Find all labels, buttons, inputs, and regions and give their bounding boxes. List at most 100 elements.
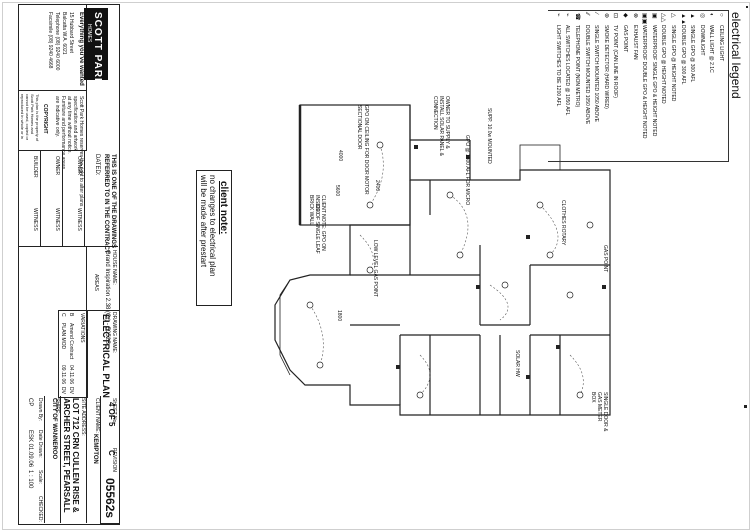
waterproof-double-gpo-icon: ▣▣ xyxy=(641,13,648,25)
plan-note-door-motor: GPO ON CEILING FOR DOOR MOTOR xyxy=(363,105,369,195)
scale-value: 1 : 100 xyxy=(27,470,33,489)
copyright-title: COPYRIGHT xyxy=(42,104,48,134)
circle-outline-icon: ○ xyxy=(718,13,724,17)
revision-rev: B xyxy=(68,313,74,317)
date-drawn-label: Date Drawn: xyxy=(37,430,43,458)
legend-item-label: DOUBLE GPO @ HEIGHT NOTED xyxy=(660,25,667,104)
all-switches-icon: ⌁ xyxy=(564,13,571,17)
dim-1800: 1800 xyxy=(336,310,342,322)
downlight-icon: ◎ xyxy=(698,13,705,19)
drawing-name-value: ELECTRICAL PLAN xyxy=(101,314,111,398)
legend-item: ⌁LIGHT SWITCHES TO BE 1200 AFL xyxy=(555,13,561,106)
disclaimer-line-5: are indicative only. xyxy=(54,96,60,138)
legend-item-label: TV POINT (CAN LINE IN ROOF) xyxy=(612,25,619,98)
plan-note-solar-panel: OWNER TO SUPPLY & INSTALL SOLAR PANEL & … xyxy=(432,96,450,157)
plan-note-low-gas: LOW LEVEL GAS POINT xyxy=(372,240,378,297)
company-logo: SCOTT PARK HOMES xyxy=(84,8,108,86)
legend-item-label: SINGLE GPO @ HEIGHT NOTED xyxy=(670,25,676,102)
legend-item: ▲ SINGLE GPO @ 300 AFL xyxy=(689,13,695,82)
company-address-1: 15 Hubbard Street xyxy=(68,12,74,53)
legend-item-label: WATERPROOF DOUBLE GPO & HEIGHT NOTED xyxy=(641,25,648,139)
legend-item-label: WATERPROOF SINGLE GPO & HEIGHT NOTED xyxy=(650,25,657,137)
legend-item-label: ALL SWITCHES LOCATED @ 1050 AFL xyxy=(564,25,571,116)
plan-note-sectional-door: SECTIONAL DOOR xyxy=(356,105,362,150)
shire-value: CITY OF WANNEROO xyxy=(51,398,57,460)
revision-date: 04.11.06 xyxy=(68,365,74,385)
title-block xyxy=(18,4,120,525)
contract-block: THIS IS ONE OF THE DRAWINGS REFERRED TO … xyxy=(18,150,118,254)
legend-item-label: SMOKE DETECTOR (HARD WIRED) xyxy=(602,25,609,109)
scale-label: Scale: xyxy=(37,470,43,484)
client-note-title: client note: xyxy=(218,181,229,235)
legend-item: △ SINGLE GPO @ HEIGHT NOTED xyxy=(670,13,676,101)
owner-label-1: OWNER xyxy=(76,156,82,176)
registration-mark xyxy=(746,6,748,8)
single-gpo-icon: ▲ xyxy=(689,13,696,19)
legend-item-label: TELEPHONE POINT (NON METRO) xyxy=(574,25,580,108)
registration-mark xyxy=(744,405,747,408)
legend-item: ▲▲DOUBLE GPO @ 300 AFL xyxy=(680,13,686,85)
wall-light-icon: ◐ xyxy=(708,13,715,17)
company-fax: Facsimile (08) 9240 4668 xyxy=(47,12,53,69)
double-gpo-height-icon: △△ xyxy=(660,13,667,23)
electrical-legend: electrical legend ○CEILING LIGHT◐WALL LI… xyxy=(548,10,744,170)
telephone-point-icon: ☎ xyxy=(574,13,580,21)
drawn-by-value: CP xyxy=(27,398,33,407)
house-name-label: HOUSE NAME: xyxy=(111,250,117,286)
legend-item: ◆GAS POINT xyxy=(622,13,628,52)
drawing-block: DRAWING NAME: ELECTRICAL PLAN xyxy=(86,310,119,398)
legend-item-label: SINGLE SWITCH MOUNTED 1050 ABOVE xyxy=(593,25,600,122)
legend-item-label: DOUBLE SWITCH MOUNTED 1050 ABOVE xyxy=(583,25,590,125)
logo-text: SCOTT PARK xyxy=(92,12,103,87)
legend-item: ∕∕DOUBLE SWITCH MOUNTED 1050 ABOVE xyxy=(584,13,590,124)
single-gpo-height-icon: △ xyxy=(670,13,676,18)
legend-item-label: CEILING LIGHT xyxy=(718,25,724,62)
client-name-label: CLIENT NAME: xyxy=(94,398,100,433)
dim-5600: 5600 xyxy=(334,185,340,197)
legend-item: ⊛ SMOKE DETECTOR (HARD WIRED) xyxy=(603,13,609,109)
legend-item: ∕SINGLE SWITCH MOUNTED 1050 ABOVE xyxy=(593,13,599,122)
legend-item: ◐ WALL LIGHT @ 2.1C xyxy=(708,13,714,73)
legend-item-label: SINGLE GPO @ 300 AFL xyxy=(689,25,696,83)
site-address-2: ARCHER STREET, PEARSALL xyxy=(62,398,71,513)
drawn-by-label: Drawn By: xyxy=(37,398,43,422)
copyright-box: Scott Park Homes reserves the right to a… xyxy=(18,90,87,206)
sheet-block: SHEET No: 4 OF 5 REVISION C 05562s CLIEN… xyxy=(18,396,119,524)
legend-item-label: DOUBLE GPO @ 300 AFL xyxy=(679,25,686,85)
client-name-value: KEMPTON xyxy=(92,434,98,464)
plan-note-meter-box: SINGLE DOOR & GAS METER BOX xyxy=(590,392,608,432)
legend-item-label: EXHAUST FAN xyxy=(631,25,638,60)
checked-label: CHECKED: xyxy=(37,496,43,522)
owner-label-2: OWNER xyxy=(54,156,60,176)
company-slogan: Everything you've wanted xyxy=(78,12,84,86)
revision-by: DV xyxy=(68,387,74,394)
waterproof-single-gpo-icon: ▣ xyxy=(650,13,657,19)
legend-item-label: LIGHT SWITCHES TO BE 1200 AFL xyxy=(554,25,561,107)
revision-desc: PLAN MOD xyxy=(60,323,66,350)
disclaimer-line-3: at any time without notice. xyxy=(66,96,72,154)
revision-value: C xyxy=(107,450,116,456)
smoke-detector-icon: ⊛ xyxy=(602,13,609,19)
copyright-text: This plan is the property of Scott Park … xyxy=(20,94,40,142)
site-address-label: SITE ADDRESS: xyxy=(80,398,86,436)
dim-4000: 4000 xyxy=(337,150,343,162)
revision-by: DV xyxy=(60,387,66,394)
dim-2400: 2400 xyxy=(374,180,380,192)
job-number: 05562s xyxy=(103,478,117,519)
floor-plan xyxy=(274,104,611,416)
double-gpo-icon: ▲▲ xyxy=(679,13,686,25)
contract-statement-2: REFERRED TO IN THE CONTRACT xyxy=(103,154,109,254)
plan-note-gas-point: GAS POINT xyxy=(602,245,608,273)
plan-note-clothes-rotary: CLOTHES ROTARY xyxy=(560,200,566,246)
legend-item: ⊗EXHAUST FAN xyxy=(632,13,638,60)
legend-item-label: WALL LIGHT @ 2.1C xyxy=(708,25,715,73)
areas-label: AREAS xyxy=(93,274,99,291)
legend-item: ▣ WATERPROOF SINGLE GPO & HEIGHT NOTED xyxy=(651,13,657,136)
witness-label-1: WITNESS xyxy=(76,208,82,231)
revision-rev: C xyxy=(60,313,66,317)
legend-item: △△ DOUBLE GPO @ HEIGHT NOTED xyxy=(660,13,666,104)
company-phone: Telephone (08) 9240 6000 xyxy=(54,12,60,71)
drawing-name-label: DRAWING NAME: xyxy=(111,312,117,354)
